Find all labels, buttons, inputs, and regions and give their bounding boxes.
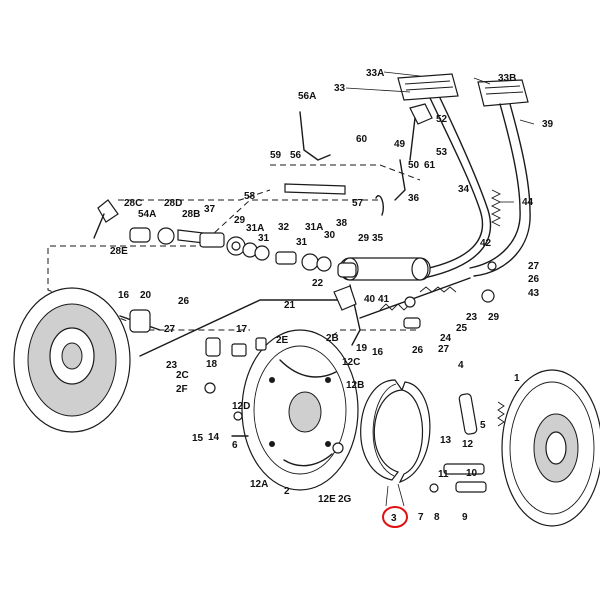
- wheel-cylinder-parts: [429, 393, 505, 493]
- highlight-circle: [382, 506, 408, 528]
- label-20: 20: [140, 290, 152, 301]
- label-12A: 12A: [250, 479, 268, 490]
- label-21: 21: [284, 300, 296, 311]
- label-32: 32: [278, 222, 290, 233]
- left-brake-drum: [13, 287, 161, 433]
- label-33A: 33A: [366, 68, 384, 79]
- label-61: 61: [424, 160, 436, 171]
- label-58: 58: [244, 191, 256, 202]
- label-57: 57: [352, 198, 364, 209]
- label-18: 18: [206, 359, 218, 370]
- linkage-rods: [139, 261, 497, 357]
- label-27-right: 27: [528, 261, 540, 272]
- label-31A-right: 31A: [305, 222, 323, 233]
- label-5: 5: [480, 420, 486, 431]
- label-23-right: 23: [466, 312, 478, 323]
- backing-plate: [204, 329, 359, 491]
- label-23-left: 23: [166, 360, 178, 371]
- label-50: 50: [408, 160, 420, 171]
- label-4: 4: [458, 360, 464, 371]
- label-9: 9: [462, 512, 468, 523]
- label-1: 1: [514, 373, 520, 384]
- label-53: 53: [436, 147, 448, 158]
- right-brake-drum: [501, 369, 600, 527]
- label-52: 52: [436, 114, 448, 125]
- brake-pedal-assembly: [284, 73, 531, 281]
- dashed-outline-group: [47, 164, 421, 361]
- label-16-left: 16: [118, 290, 130, 301]
- label-29-upper: 29: [234, 215, 246, 226]
- label-28E: 28E: [110, 246, 128, 257]
- label-31-left: 31: [258, 233, 270, 244]
- label-26-center: 26: [412, 345, 424, 356]
- label-6: 6: [232, 440, 238, 451]
- label-26-right: 26: [528, 274, 540, 285]
- label-29-mid: 29: [358, 233, 370, 244]
- label-29-lower: 29: [488, 312, 500, 323]
- label-33: 33: [334, 83, 346, 94]
- label-28D: 28D: [164, 198, 182, 209]
- label-33B: 33B: [498, 73, 516, 84]
- label-12C: 12C: [342, 357, 360, 368]
- label-35: 35: [372, 233, 384, 244]
- label-12B: 12B: [346, 380, 364, 391]
- label-17: 17: [236, 324, 248, 335]
- label-54A: 54A: [138, 209, 156, 220]
- label-34: 34: [458, 184, 470, 195]
- label-28B: 28B: [182, 209, 200, 220]
- label-37: 37: [204, 204, 216, 215]
- label-30: 30: [324, 230, 336, 241]
- label-40: 40: [364, 294, 376, 305]
- label-2C: 2C: [176, 370, 189, 381]
- label-7: 7: [418, 512, 424, 523]
- label-49: 49: [394, 139, 406, 150]
- label-60: 60: [356, 134, 368, 145]
- label-22: 22: [312, 278, 324, 289]
- label-56A: 56A: [298, 91, 316, 102]
- label-16-center: 16: [372, 347, 384, 358]
- label-44: 44: [522, 197, 534, 208]
- label-42: 42: [480, 238, 492, 249]
- label-12E: 12E: [318, 494, 336, 505]
- label-28C: 28C: [124, 198, 142, 209]
- label-2: 2: [284, 486, 290, 497]
- label-41: 41: [378, 294, 390, 305]
- label-12D: 12D: [232, 401, 250, 412]
- label-56: 56: [290, 150, 302, 161]
- label-3: 3: [391, 513, 397, 524]
- label-15: 15: [192, 433, 204, 444]
- label-14: 14: [208, 432, 220, 443]
- label-27-center: 27: [438, 344, 450, 355]
- label-13: 13: [440, 435, 452, 446]
- label-2E: 2E: [276, 335, 289, 346]
- label-36: 36: [408, 193, 420, 204]
- label-31-right: 31: [296, 237, 308, 248]
- label-24: 24: [440, 333, 452, 344]
- label-2F: 2F: [176, 384, 188, 395]
- label-2B: 2B: [326, 333, 339, 344]
- label-31A-left: 31A: [246, 223, 264, 234]
- label-2G: 2G: [338, 494, 352, 505]
- label-27-left: 27: [164, 324, 176, 335]
- label-19: 19: [356, 343, 368, 354]
- label-39: 39: [542, 119, 554, 130]
- label-25: 25: [456, 323, 468, 334]
- label-12: 12: [462, 439, 474, 450]
- brake-shoe: [360, 379, 431, 484]
- cross-shaft-parts: [93, 199, 357, 278]
- label-11: 11: [438, 469, 449, 480]
- label-38: 38: [336, 218, 348, 229]
- label-10: 10: [466, 468, 478, 479]
- leader-lines: [345, 71, 535, 507]
- part-labels: 33A 33B 33 39 56A 52 60 49 53 59 56 50 6…: [110, 68, 554, 524]
- label-8: 8: [434, 512, 440, 523]
- label-59: 59: [270, 150, 282, 161]
- label-26-left: 26: [178, 296, 190, 307]
- label-43: 43: [528, 288, 540, 299]
